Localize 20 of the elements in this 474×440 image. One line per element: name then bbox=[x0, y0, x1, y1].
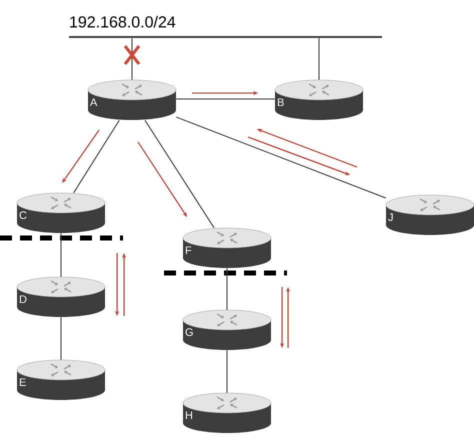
connection-line bbox=[144, 120, 215, 228]
router: E bbox=[16, 360, 106, 400]
router: J bbox=[386, 194, 474, 235]
network-bus: 192.168.0.0/24 bbox=[69, 16, 382, 38]
connection-line bbox=[60, 316, 62, 360]
router: G bbox=[182, 310, 272, 350]
router: A bbox=[88, 80, 176, 120]
router: F bbox=[182, 228, 272, 268]
connection-line bbox=[60, 232, 62, 278]
router: D bbox=[16, 276, 106, 317]
connection-line bbox=[73, 120, 120, 194]
router: C bbox=[16, 192, 106, 233]
connection-line bbox=[226, 268, 228, 310]
router: H bbox=[182, 392, 272, 433]
connection-line bbox=[176, 98, 276, 100]
connection-line bbox=[176, 116, 386, 199]
connection-line bbox=[226, 350, 228, 394]
connection-line bbox=[318, 38, 320, 80]
router: B bbox=[274, 80, 364, 120]
node-label: 192.168.0.0/24 bbox=[70, 16, 176, 28]
